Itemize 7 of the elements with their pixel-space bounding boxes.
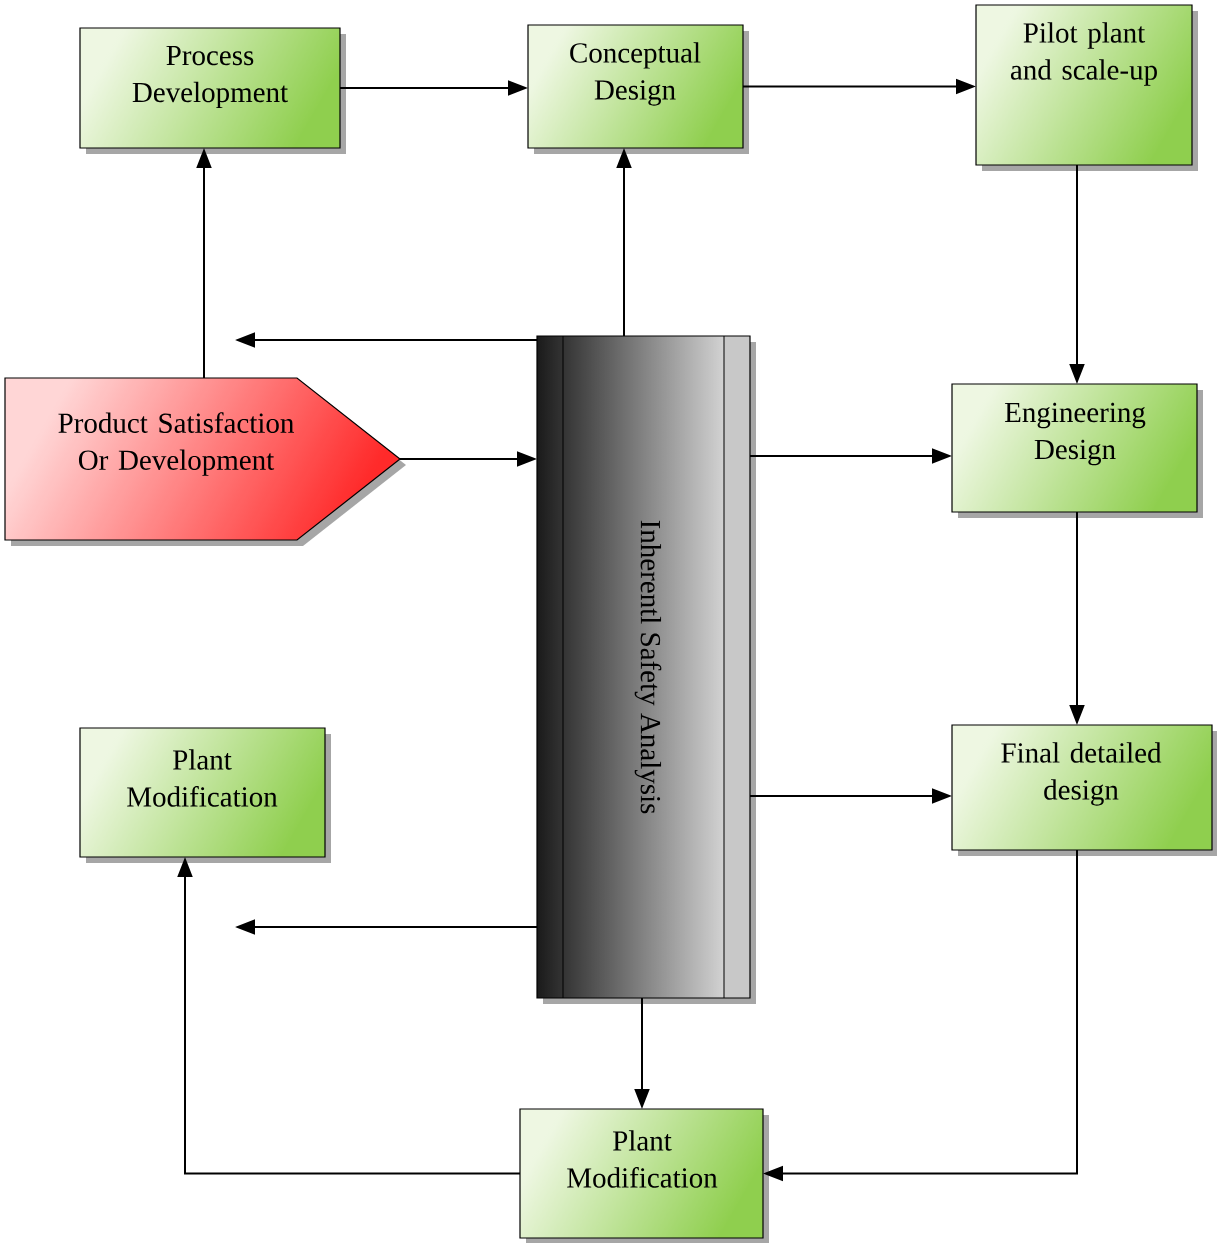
process-box: Process Development <box>79 27 346 154</box>
process-box: Pilot plant and scale-up <box>975 4 1198 171</box>
process-box: Final detailed design <box>951 724 1217 856</box>
process-box: Plant Modification <box>79 727 331 863</box>
process-box: Plant Modification <box>519 1108 769 1243</box>
process-box: Conceptual Design <box>527 24 749 154</box>
process-box: Engineering Design <box>951 383 1203 518</box>
